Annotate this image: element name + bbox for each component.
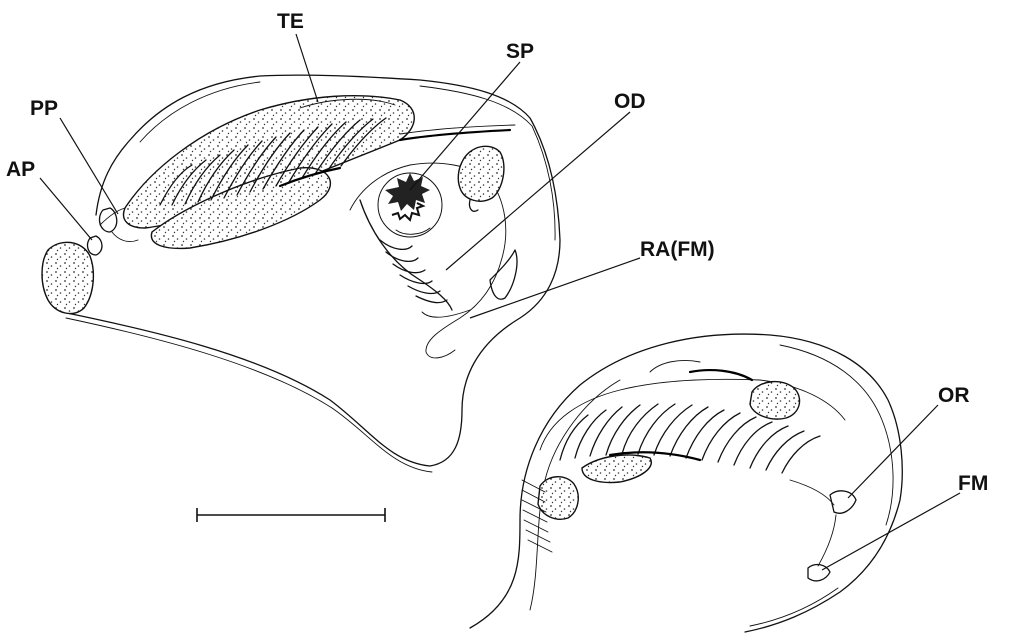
right-specimen (470, 334, 902, 632)
leader-lines (40, 34, 960, 570)
pp-process (99, 208, 116, 232)
right-bottom-blob (538, 477, 578, 520)
label-od: OD (614, 90, 646, 113)
label-sp: SP (506, 40, 534, 63)
anterior-blob (42, 242, 93, 313)
sp-mass (378, 173, 442, 237)
label-pp: PP (30, 97, 58, 120)
label-ap: AP (6, 158, 35, 181)
left-specimen (42, 75, 560, 472)
label-or: OR (938, 384, 970, 407)
scale-bar (197, 508, 385, 522)
leader-ra-fm (470, 258, 640, 318)
leader-ap (40, 178, 92, 240)
right-shell-outline (470, 334, 902, 632)
right-top-blob (750, 382, 800, 419)
leader-te (296, 34, 318, 102)
label-fm: FM (958, 472, 988, 495)
label-te: TE (277, 10, 304, 33)
figure-labels: TE SP PP OD AP RA(FM) OR FM (6, 10, 988, 495)
ap-process (88, 236, 102, 255)
posterior-blob (458, 146, 504, 201)
label-ra-fm: RA(FM) (640, 238, 715, 261)
leader-pp (60, 118, 118, 214)
